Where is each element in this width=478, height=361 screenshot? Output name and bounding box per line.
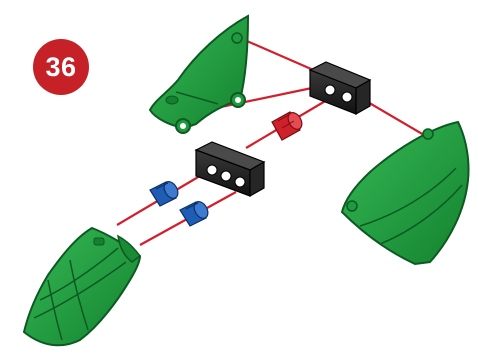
step-number-badge: 36 xyxy=(33,39,89,95)
red-pin xyxy=(272,110,305,140)
green-wing-bottom-left xyxy=(24,228,140,345)
blue-pin-lower xyxy=(180,199,211,226)
black-connector-triple xyxy=(196,142,264,196)
green-wing-right xyxy=(342,122,469,264)
black-connector-double xyxy=(310,62,370,114)
green-wing-top xyxy=(150,16,248,133)
guide-line-connector-to-right xyxy=(366,101,424,135)
guide-line-top-to-connector xyxy=(240,38,318,72)
step-number: 36 xyxy=(45,52,76,83)
